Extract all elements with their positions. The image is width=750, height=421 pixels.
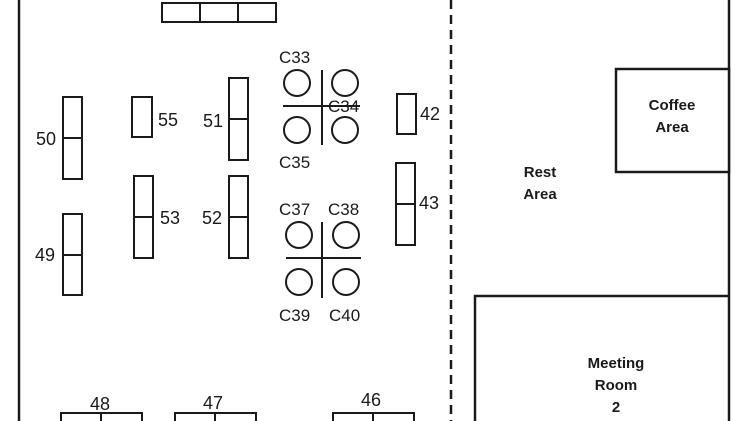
desk-50-label: 50 bbox=[36, 129, 56, 149]
desk-49-label: 49 bbox=[35, 245, 55, 265]
desk-50[interactable] bbox=[62, 96, 83, 180]
desk-49[interactable] bbox=[62, 213, 83, 296]
desk-51-label: 51 bbox=[203, 111, 223, 131]
desk-48-label: 48 bbox=[90, 394, 110, 414]
desk-47-label: 47 bbox=[203, 393, 223, 413]
chair-c34-label: C34 bbox=[328, 97, 359, 116]
desk-43[interactable] bbox=[395, 162, 416, 246]
chair-cluster-top bbox=[283, 69, 360, 145]
coffee-area-label-2: Area bbox=[655, 119, 689, 136]
desk-52-label: 52 bbox=[202, 208, 222, 228]
coffee-area[interactable] bbox=[614, 67, 731, 174]
desk-53[interactable] bbox=[133, 175, 154, 259]
chair-c35-label: C35 bbox=[279, 153, 310, 172]
meeting-room-label-1: Meeting bbox=[588, 355, 645, 372]
chair-c35[interactable] bbox=[283, 116, 311, 144]
desk-51[interactable] bbox=[228, 77, 249, 161]
desk-52[interactable] bbox=[228, 175, 249, 259]
desk-46-label: 46 bbox=[361, 390, 381, 410]
desk-55-label: 55 bbox=[158, 110, 178, 130]
meeting-room-2[interactable] bbox=[473, 294, 729, 421]
desk-46[interactable] bbox=[332, 412, 415, 421]
meeting-room-label-3: 2 bbox=[612, 399, 620, 416]
chair-c40-label: C40 bbox=[329, 306, 360, 325]
chair-c39-label: C39 bbox=[279, 306, 310, 325]
desk-53-label: 53 bbox=[160, 208, 180, 228]
meeting-room-label-2: Room bbox=[595, 377, 638, 394]
chair-c38-label: C38 bbox=[328, 200, 359, 219]
top-bench bbox=[161, 2, 277, 23]
desk-55[interactable] bbox=[131, 96, 153, 138]
rest-area-label-1: Rest bbox=[524, 164, 557, 181]
chair-c39[interactable] bbox=[285, 268, 313, 296]
desk-48[interactable] bbox=[60, 412, 143, 421]
desk-42[interactable] bbox=[396, 93, 417, 135]
chair-c37-label: C37 bbox=[279, 200, 310, 219]
desk-42-label: 42 bbox=[420, 104, 440, 124]
chair-c36[interactable] bbox=[331, 116, 359, 144]
desk-43-label: 43 bbox=[419, 193, 439, 213]
chair-c33-label: C33 bbox=[279, 48, 310, 67]
rest-area-label-2: Area bbox=[523, 186, 557, 203]
chair-c33[interactable] bbox=[283, 69, 311, 97]
chair-c40[interactable] bbox=[332, 268, 360, 296]
chair-cluster-bottom bbox=[285, 221, 361, 298]
desk-47[interactable] bbox=[174, 412, 257, 421]
chair-c38[interactable] bbox=[332, 221, 360, 249]
chair-c34[interactable] bbox=[331, 69, 359, 97]
coffee-area-label-1: Coffee bbox=[649, 97, 696, 114]
chair-c37[interactable] bbox=[285, 221, 313, 249]
